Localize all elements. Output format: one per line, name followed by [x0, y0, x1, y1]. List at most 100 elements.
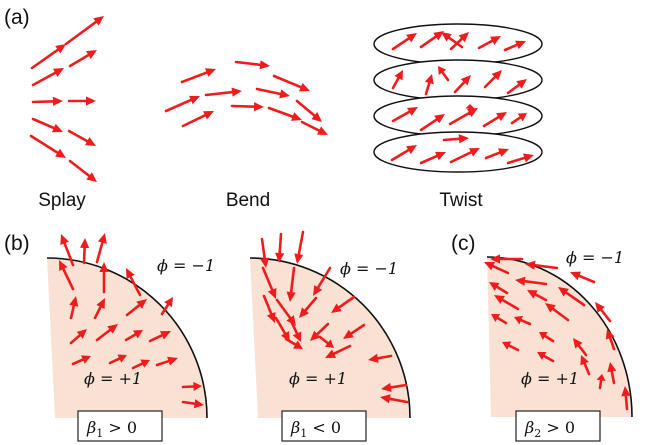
director-arrow [69, 296, 79, 320]
director-arrow [99, 262, 109, 294]
bend-arrow [180, 68, 216, 84]
bend-arrow [204, 87, 242, 97]
director-arrow [71, 355, 91, 366]
bend-arrow [230, 102, 264, 112]
director-arrow [381, 382, 408, 392]
bend-arrow [255, 87, 290, 99]
twist-stack [373, 23, 543, 173]
twist-arrow [510, 113, 527, 125]
twist-caption: Twist [439, 190, 483, 211]
director-arrow [490, 254, 524, 264]
panel-b-left-domain: ϕ = −1 ϕ = +1 [46, 233, 215, 419]
twist-arrow [438, 66, 450, 82]
beta-box-frame [515, 410, 601, 442]
director-arrow [596, 374, 606, 390]
splay-arrow [67, 96, 96, 106]
splay-arrow [30, 44, 66, 70]
bend-arrow [181, 111, 214, 128]
director-arrow [573, 338, 588, 357]
beta-condition: β2 > 0 [524, 418, 575, 440]
twist-layer-4-arrows [390, 134, 534, 165]
twist-arrow [390, 145, 417, 162]
twist-layer-1-arrows [391, 31, 526, 52]
twist-layer-2 [373, 59, 543, 101]
director-arrow [580, 355, 591, 376]
twist-arrow [391, 107, 418, 123]
director-arrow [621, 386, 631, 411]
director-arrow [294, 230, 305, 264]
phi-outer-label: ϕ = −1 [340, 259, 398, 278]
beta1-positive-box: β1 > 0 [77, 410, 163, 442]
director-arrows-beta1-pos [59, 233, 204, 409]
splay-arrow [31, 68, 64, 87]
twist-arrow [506, 153, 534, 165]
splay-arrow [67, 129, 96, 146]
director-arrow [484, 261, 510, 275]
quarter-disk-region [250, 258, 410, 418]
quarter-disk-boundary [249, 257, 411, 419]
twist-arrow [441, 32, 464, 49]
twist-arrow [424, 74, 434, 96]
director-arrow [525, 260, 559, 270]
twist-arrow [477, 36, 501, 50]
phi-inner-label: ϕ = +1 [521, 369, 579, 388]
phi-outer-label: ϕ = −1 [566, 248, 624, 267]
director-arrow [331, 295, 356, 313]
beta2-positive-box: β2 > 0 [515, 410, 601, 442]
director-arrow [261, 266, 277, 299]
director-arrow [59, 260, 75, 291]
splay-arrows [29, 16, 104, 182]
bend-arrow [267, 106, 302, 121]
director-arrow [607, 362, 617, 385]
director-arrow [537, 352, 555, 363]
bend-arrow [272, 74, 310, 92]
splay-arrow [31, 117, 63, 133]
splay-caption: Splay [38, 190, 86, 211]
bend-arrow [300, 120, 328, 135]
director-arrow [284, 337, 303, 349]
director-arrow [368, 353, 393, 363]
bend-arrows [164, 60, 328, 135]
twist-arrow [391, 33, 417, 51]
splay-arrow [31, 96, 63, 106]
twist-arrow [506, 79, 527, 95]
twist-arrow [453, 75, 471, 94]
director-arrow [124, 330, 143, 342]
director-arrow [380, 394, 409, 404]
director-arrow [69, 329, 87, 345]
phi-inner-label: ϕ = +1 [289, 369, 347, 388]
quarter-disk-boundary [486, 256, 633, 418]
splay-arrow [64, 16, 104, 46]
director-arrow [290, 321, 302, 342]
director-arrow [539, 332, 555, 343]
director-arrow [491, 314, 508, 325]
twist-arrow [419, 151, 446, 165]
beta-box-frame [281, 410, 367, 442]
panel-b-right-domain: ϕ = −1 ϕ = +1 [249, 230, 411, 419]
director-arrow [558, 287, 586, 307]
director-arrow [286, 266, 296, 302]
director-arrow [260, 237, 270, 268]
beta-condition: β1 < 0 [290, 418, 341, 440]
director-arrow [545, 303, 570, 322]
director-arrow [570, 271, 596, 284]
quarter-disk-region [487, 257, 632, 417]
director-arrow [494, 295, 520, 311]
director-arrow [310, 322, 330, 341]
bend-arrow [295, 99, 322, 122]
director-arrow [181, 399, 204, 409]
director-arrow [514, 315, 532, 326]
director-arrow [515, 276, 548, 286]
director-arrows-beta1-neg [260, 230, 409, 404]
bend-arrow [164, 95, 200, 113]
splay-arrow [29, 134, 66, 158]
twist-arrow [483, 70, 502, 89]
twist-layer-2-arrows [391, 66, 527, 96]
director-arrow [160, 297, 173, 316]
director-arrow [95, 233, 107, 264]
director-arrow [95, 324, 118, 342]
twist-arrow [503, 40, 526, 52]
director-arrow [80, 238, 90, 265]
bend-arrow [234, 60, 270, 70]
director-arrow [489, 282, 509, 295]
